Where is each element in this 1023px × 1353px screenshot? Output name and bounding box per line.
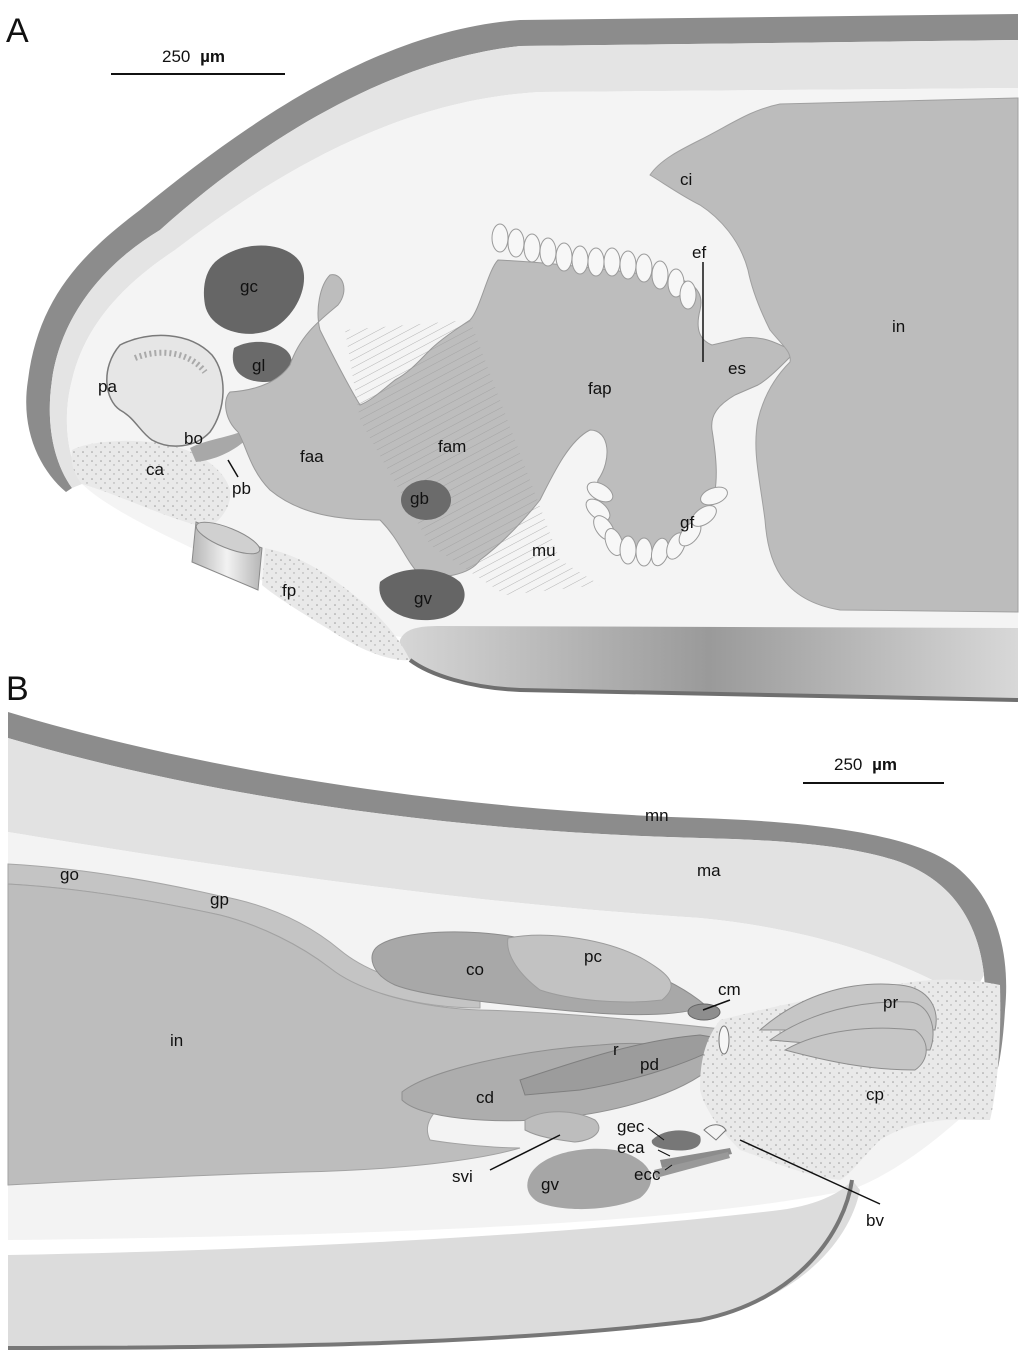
panel-b: B 250 µm	[6, 670, 1006, 1348]
scale-bar-b-unit: µm	[872, 755, 897, 774]
scale-bar-b: 250 µm	[803, 755, 944, 783]
label-ef: ef	[692, 243, 706, 262]
label-bo: bo	[184, 429, 203, 448]
scale-bar-a-unit: µm	[200, 47, 225, 66]
label-pd: pd	[640, 1055, 659, 1074]
label-pb: pb	[232, 479, 251, 498]
label-gf: gf	[680, 513, 694, 532]
label-fp: fp	[282, 581, 296, 600]
panel-b-letter: B	[6, 670, 29, 708]
scale-bar-a: 250 µm	[111, 47, 285, 74]
panel-a: A 250 µm	[6, 12, 1018, 700]
cm-structure	[688, 1004, 720, 1020]
label-gc: gc	[240, 277, 258, 296]
label-ecc: ecc	[634, 1165, 661, 1184]
label-gv-b: gv	[541, 1175, 559, 1194]
label-fam: fam	[438, 437, 466, 456]
label-ca: ca	[146, 460, 165, 479]
label-cp: cp	[866, 1085, 884, 1104]
label-gec: gec	[617, 1117, 645, 1136]
label-ma: ma	[697, 861, 721, 880]
label-cm: cm	[718, 980, 741, 999]
label-bv: bv	[866, 1211, 884, 1230]
label-svi: svi	[452, 1167, 473, 1186]
ring-structure	[719, 1026, 729, 1054]
label-mu: mu	[532, 541, 556, 560]
scale-bar-a-value: 250	[162, 47, 190, 66]
label-ci: ci	[680, 170, 692, 189]
label-gv-a: gv	[414, 589, 432, 608]
label-gp: gp	[210, 890, 229, 909]
label-mn: mn	[645, 806, 669, 825]
label-gb: gb	[410, 489, 429, 508]
label-go: go	[60, 865, 79, 884]
label-cd: cd	[476, 1088, 494, 1107]
svg-text:250 µm: 250 µm	[162, 47, 225, 66]
label-pr: pr	[883, 993, 898, 1012]
svg-text:250 µm: 250 µm	[834, 755, 897, 774]
label-in-b: in	[170, 1031, 183, 1050]
panel-a-letter: A	[6, 12, 29, 50]
label-pc: pc	[584, 947, 602, 966]
label-pa: pa	[98, 377, 117, 396]
label-gl: gl	[252, 356, 265, 375]
label-es: es	[728, 359, 746, 378]
label-fap: fap	[588, 379, 612, 398]
label-in-a: in	[892, 317, 905, 336]
label-r: r	[613, 1040, 619, 1059]
scale-bar-b-value: 250	[834, 755, 862, 774]
label-co: co	[466, 960, 484, 979]
label-eca: eca	[617, 1138, 645, 1157]
label-faa: faa	[300, 447, 324, 466]
